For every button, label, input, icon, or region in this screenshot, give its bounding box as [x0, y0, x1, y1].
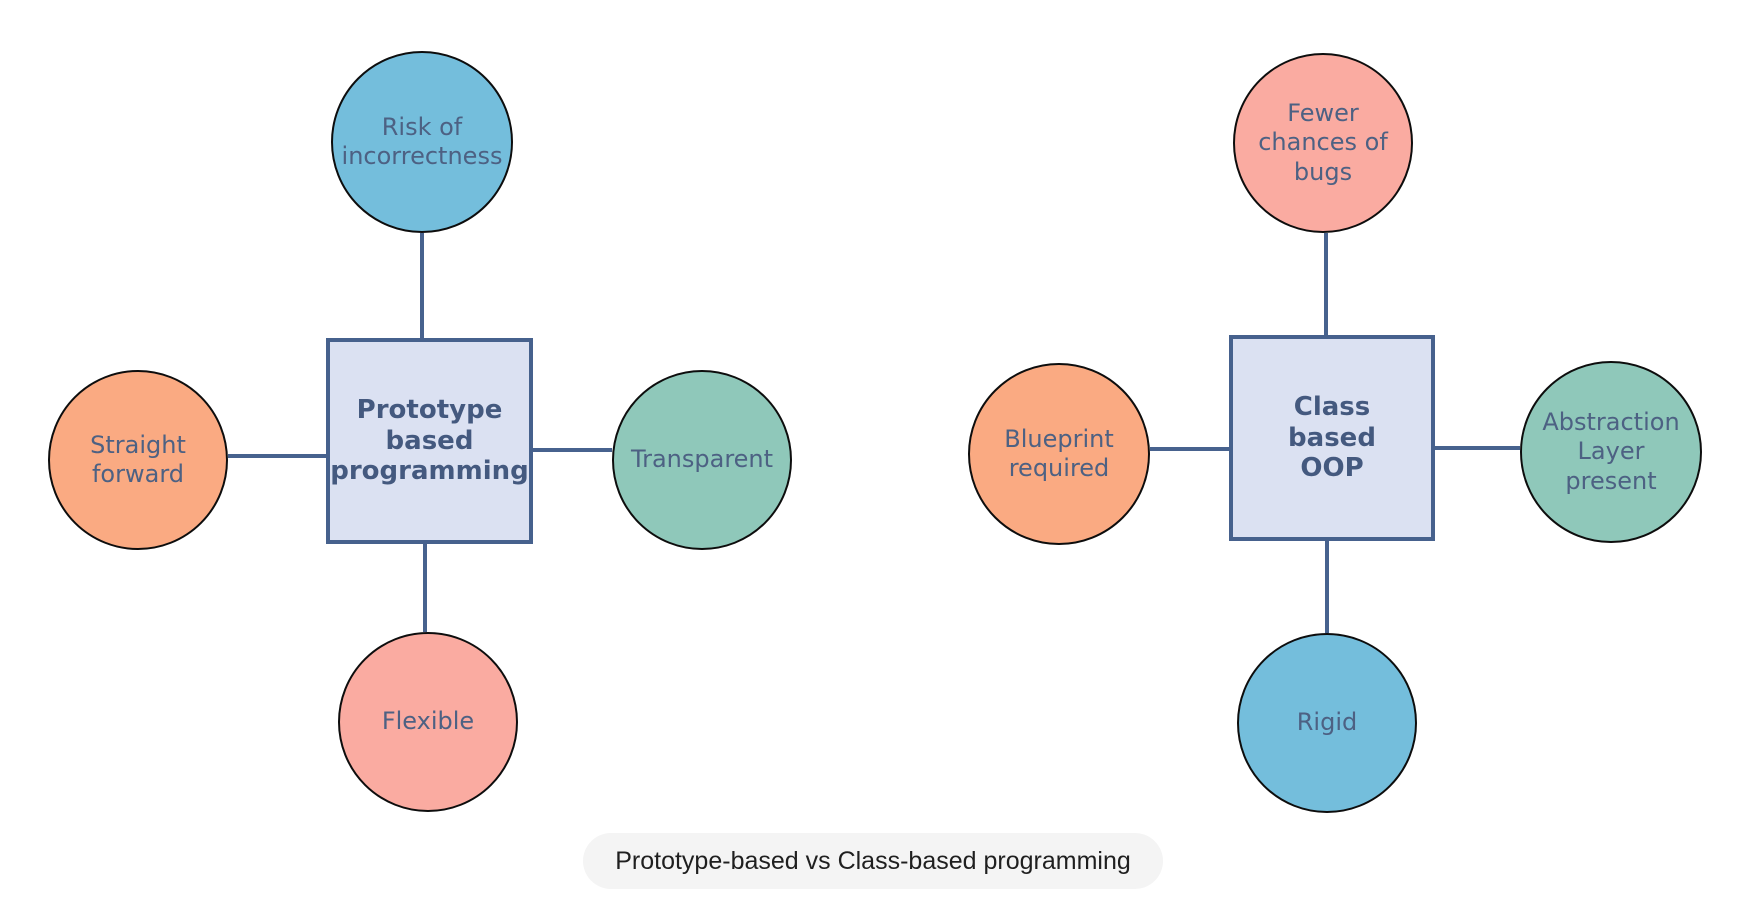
node-flexible: Flexible [338, 632, 518, 812]
node-label: Straight forward [90, 430, 186, 488]
node-risk-of-incorrectness: Risk of incorrectness [331, 51, 513, 233]
node-transparent: Transparent [612, 370, 792, 550]
node-label: Transparent [630, 445, 774, 474]
center-node-label: Class based OOP [1288, 391, 1376, 484]
connector-prototype-right [533, 448, 612, 452]
connector-prototype-top [420, 233, 424, 338]
connector-class-bottom [1325, 541, 1329, 633]
node-label: Flexible [381, 707, 475, 736]
node-label: Blueprint required [1004, 424, 1114, 482]
node-rigid: Rigid [1237, 633, 1417, 813]
caption-pill: Prototype-based vs Class-based programmi… [583, 833, 1163, 889]
center-node-prototype-based-programming: Prototype based programming [326, 338, 533, 544]
center-node-class-based-oop: Class based OOP [1229, 335, 1435, 541]
node-straight-forward: Straight forward [48, 370, 228, 550]
node-label: Fewer chances of bugs [1258, 99, 1388, 186]
node-blueprint-required: Blueprint required [968, 363, 1150, 545]
node-abstraction-layer-present: Abstraction Layer present [1520, 361, 1702, 543]
connector-class-left [1150, 447, 1229, 451]
node-fewer-chances-of-bugs: Fewer chances of bugs [1233, 53, 1413, 233]
connector-class-right [1435, 446, 1520, 450]
connector-prototype-left [228, 454, 326, 458]
caption-text: Prototype-based vs Class-based programmi… [615, 846, 1131, 875]
center-node-label: Prototype based programming [330, 394, 529, 487]
connector-class-top [1324, 233, 1328, 335]
connector-prototype-bottom [423, 544, 427, 632]
node-label: Abstraction Layer present [1542, 408, 1680, 495]
node-label: Rigid [1296, 708, 1358, 737]
node-label: Risk of incorrectness [341, 112, 503, 170]
